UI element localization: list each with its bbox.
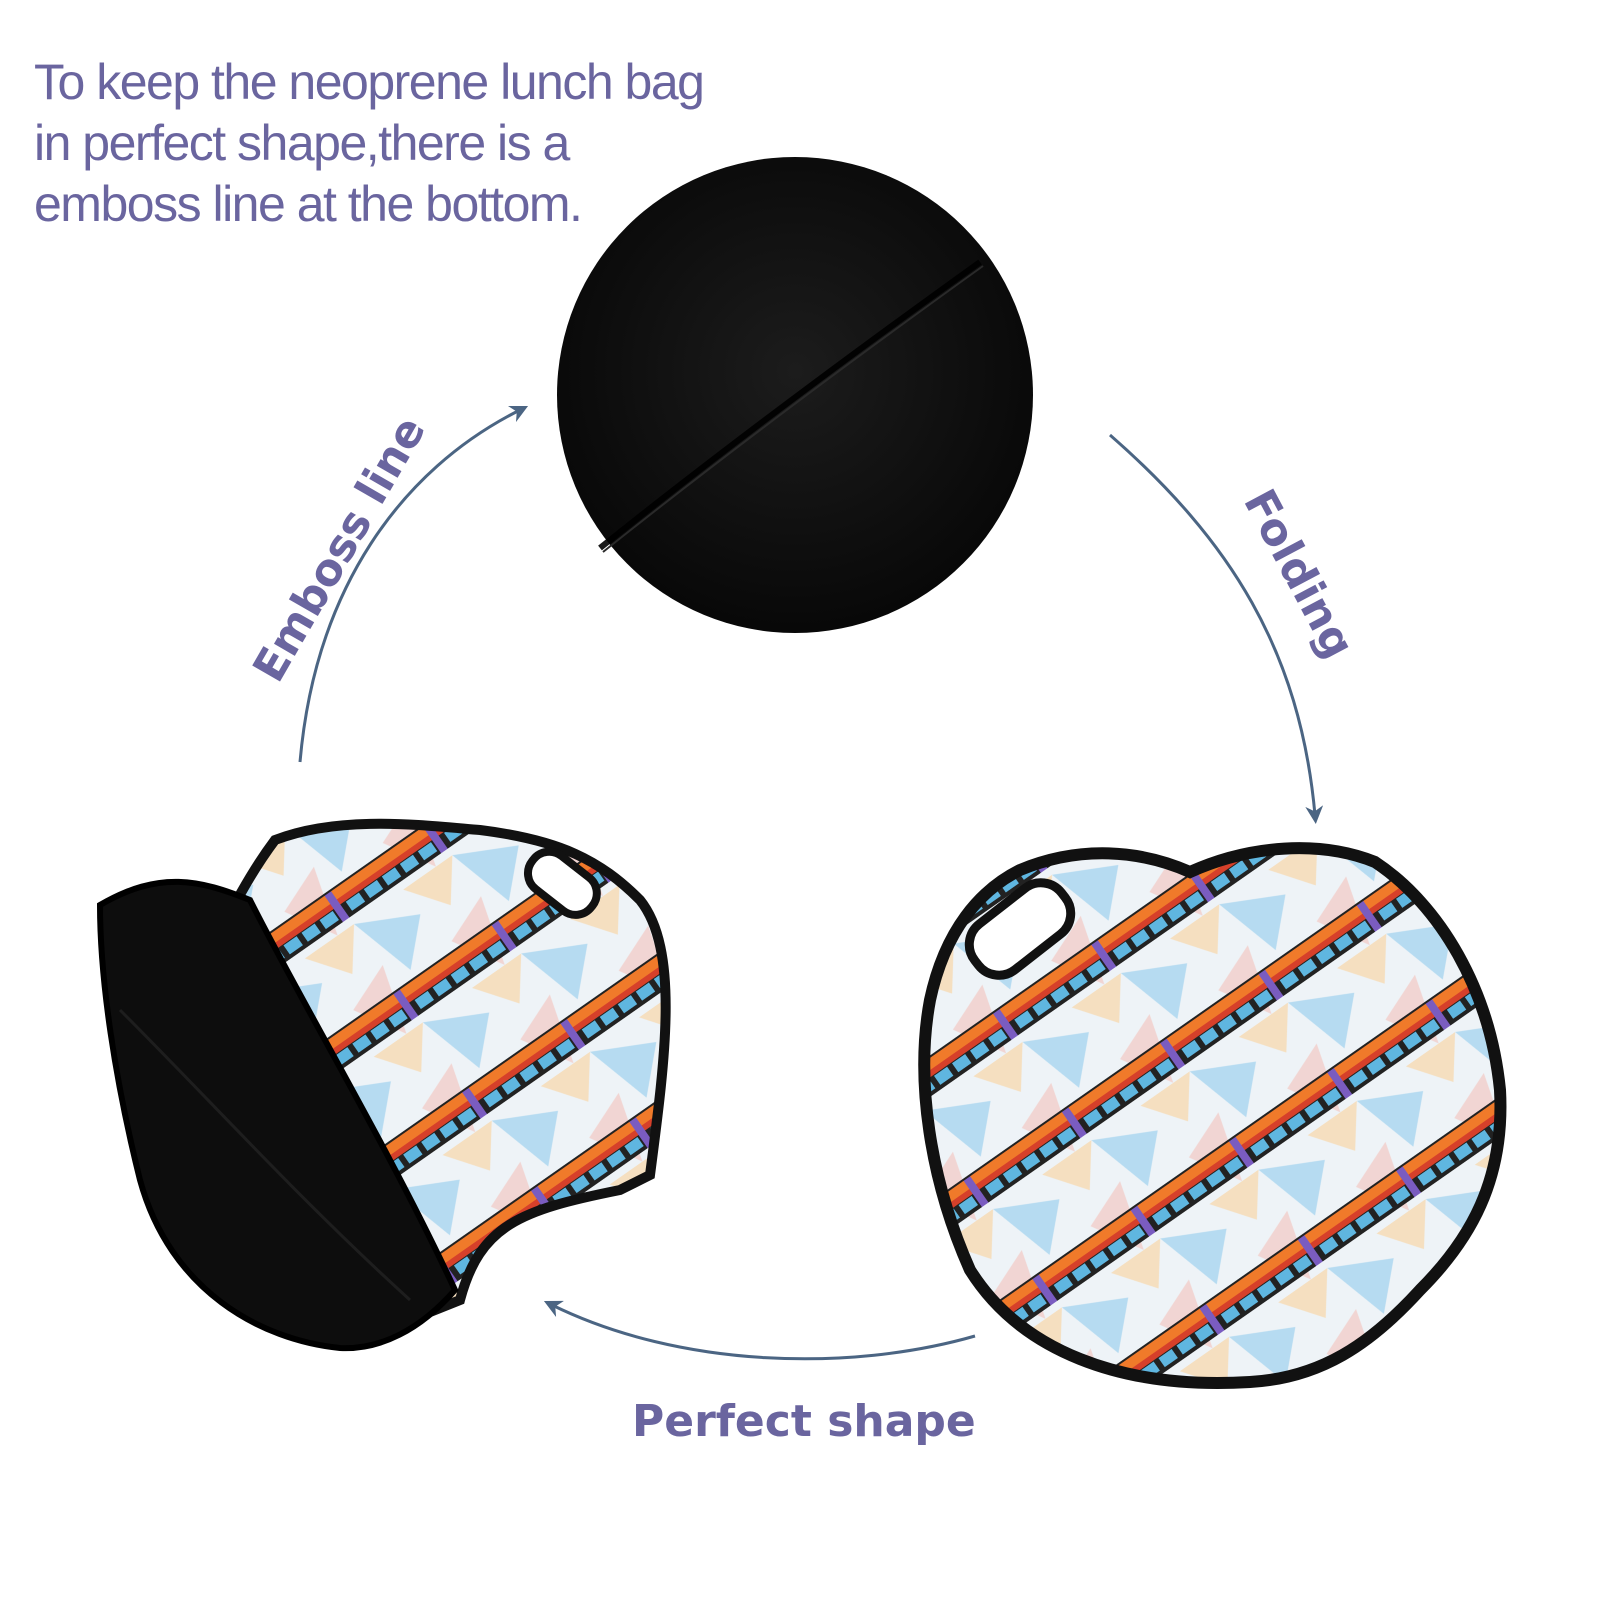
emboss-label: Emboss line bbox=[243, 408, 435, 690]
intro-text: To keep the neoprene lunch bag in perfec… bbox=[34, 52, 754, 235]
folding-label: Folding bbox=[1233, 481, 1364, 667]
perfect-label: Perfect shape bbox=[632, 1396, 976, 1447]
bag-bottom-closeup bbox=[557, 157, 1033, 633]
emboss-arrow bbox=[298, 405, 529, 763]
intro-line-3: emboss line at the bottom. bbox=[34, 176, 583, 232]
folding-arrow bbox=[1109, 433, 1324, 824]
shaped-lunch-bag bbox=[96, 818, 671, 1352]
perfect-arrow bbox=[543, 1300, 976, 1361]
intro-line-2: in perfect shape,there is a bbox=[34, 115, 570, 171]
intro-line-1: To keep the neoprene lunch bag bbox=[34, 54, 705, 110]
folded-lunch-bag bbox=[918, 842, 1507, 1389]
